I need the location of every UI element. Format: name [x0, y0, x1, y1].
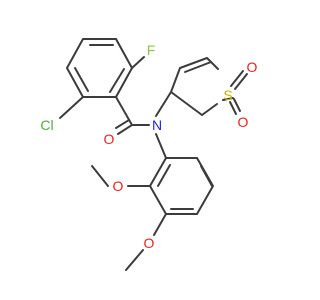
sulfonyl-oxygen-top-label: O	[247, 59, 258, 75]
para-methoxy-bonds	[125, 213, 167, 271]
c-cl-bond	[59, 96, 84, 119]
atom-labels: F Cl O N S O O O O	[40, 42, 257, 251]
n-ring-bond	[155, 91, 172, 117]
fluorine-label: F	[147, 42, 156, 58]
ortho-methoxy-oxygen-label: O	[113, 178, 124, 194]
sulfolene-ring-bonds	[170, 57, 234, 116]
carbonyl-oxygen-label: O	[104, 131, 115, 147]
amide-nitrogen-label: N	[152, 117, 162, 133]
para-methoxy-oxygen-label: O	[144, 235, 155, 251]
s-o-bottom-bonds	[229, 98, 241, 115]
bond-skeleton	[59, 38, 248, 271]
c-o-double-bond	[115, 119, 133, 135]
aryl-ring-1-bonds	[66, 38, 133, 98]
ortho-methoxy-bonds	[91, 165, 151, 187]
n-aryl-bond	[155, 133, 167, 159]
c-f-bond	[131, 56, 145, 69]
s-o-top-bonds	[230, 70, 248, 90]
sulfonyl-oxygen-bottom-label: O	[238, 114, 249, 130]
chlorine-label: Cl	[40, 117, 53, 133]
sulfur-label: S	[223, 87, 232, 103]
molecule-structure: F Cl O N S O O O O	[40, 38, 258, 271]
aryl-ring-2-bonds	[149, 157, 214, 215]
